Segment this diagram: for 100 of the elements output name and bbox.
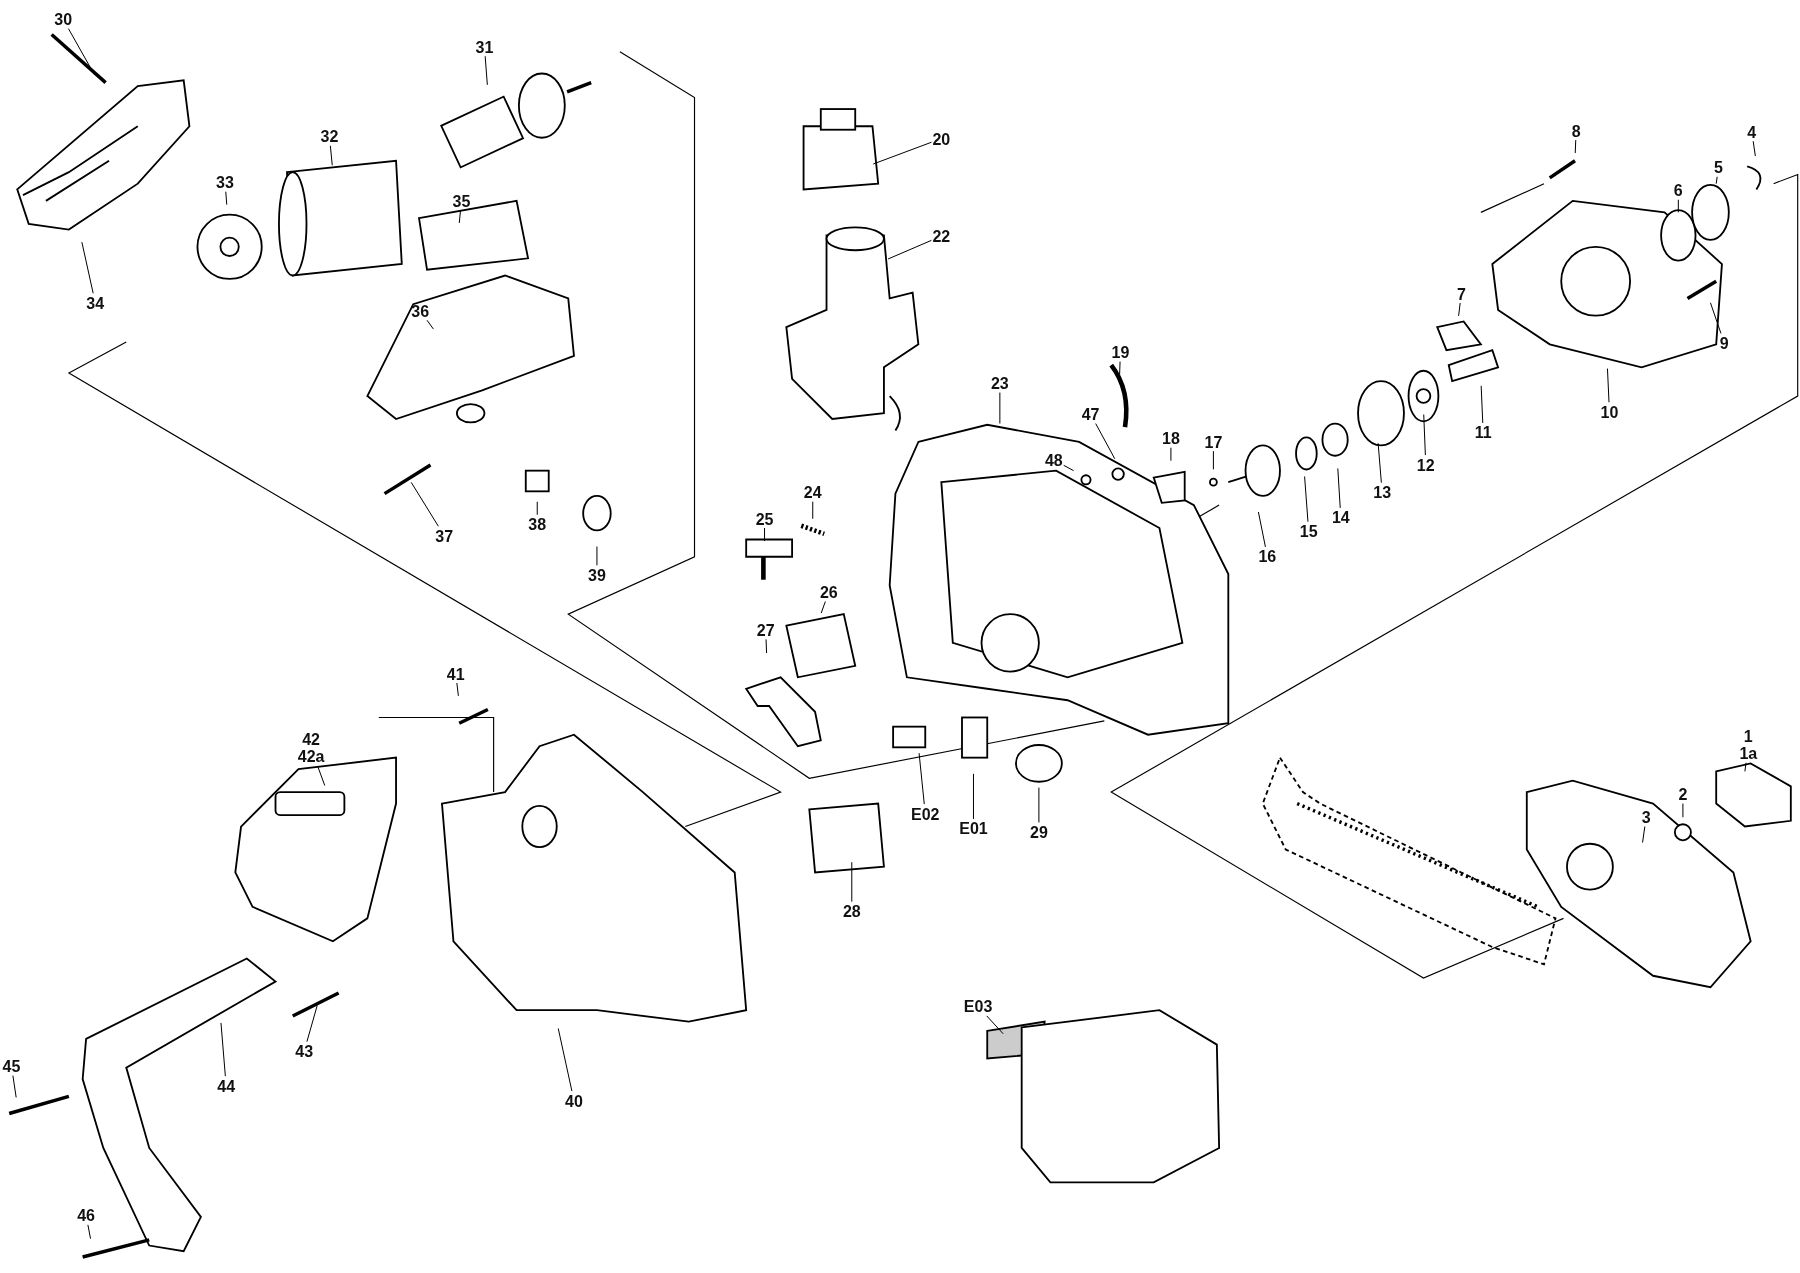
callout-number: 31 bbox=[475, 38, 494, 56]
leader-line bbox=[1642, 826, 1646, 844]
callout-number: 23 bbox=[990, 374, 1009, 392]
callout-number: 39 bbox=[588, 566, 606, 584]
leader-line bbox=[306, 1004, 318, 1043]
leader-line bbox=[1574, 139, 1577, 154]
leader-line bbox=[1257, 511, 1266, 548]
callout-number: 18 bbox=[1162, 429, 1180, 447]
callout-number: 44 bbox=[217, 1077, 236, 1095]
leader-line bbox=[1038, 787, 1040, 823]
leader-line bbox=[410, 481, 439, 527]
callout-number: 32 bbox=[320, 127, 339, 145]
leader-line bbox=[225, 191, 228, 206]
leader-line bbox=[1063, 464, 1075, 472]
callout-number: 24 bbox=[803, 483, 822, 501]
callout-number: 41 bbox=[446, 665, 465, 682]
callout-number: 8 bbox=[1571, 122, 1581, 140]
callout-number: 38 bbox=[528, 515, 547, 533]
leader-line bbox=[851, 861, 853, 903]
leader-line bbox=[220, 1022, 226, 1077]
callout-number: E02 bbox=[911, 805, 940, 823]
callout-number: 34 bbox=[86, 294, 105, 312]
leader-line bbox=[1170, 447, 1172, 462]
leader-line bbox=[536, 501, 538, 516]
callout-number: 9 bbox=[1719, 334, 1729, 352]
callout-number: 42a bbox=[297, 748, 325, 766]
callout-number: 14 bbox=[1331, 508, 1350, 526]
callout-number: 42 bbox=[302, 731, 320, 749]
callout-number: 43 bbox=[295, 1042, 314, 1060]
callout-number: 29 bbox=[1030, 823, 1048, 841]
callout-number: 7 bbox=[1456, 285, 1466, 303]
callout-number: 36 bbox=[411, 302, 430, 320]
callout-number: 16 bbox=[1258, 547, 1277, 565]
leader-line bbox=[1480, 385, 1484, 424]
callout-number: 1 bbox=[1743, 727, 1753, 745]
callout-number: 17 bbox=[1204, 433, 1223, 451]
callout-number: 19 bbox=[1111, 343, 1130, 361]
leader-line bbox=[820, 601, 826, 614]
leader-line bbox=[67, 28, 95, 75]
leader-line bbox=[1744, 762, 1747, 772]
callout-number: 6 bbox=[1673, 181, 1683, 199]
callout-number: 28 bbox=[842, 902, 861, 920]
leader-line bbox=[972, 773, 974, 820]
leader-line bbox=[1606, 368, 1610, 403]
leader-line bbox=[426, 319, 434, 330]
callout-number: 46 bbox=[77, 1206, 95, 1224]
leader-line bbox=[1458, 302, 1461, 317]
callout-number: 3 bbox=[1641, 808, 1651, 826]
leader-line bbox=[986, 1015, 1004, 1035]
leader-line bbox=[918, 752, 925, 805]
callout-number: 2 bbox=[1678, 785, 1688, 803]
leader-line bbox=[1337, 467, 1341, 509]
leader-line bbox=[557, 1028, 573, 1092]
leader-line bbox=[1212, 450, 1214, 470]
leader-line bbox=[596, 546, 598, 566]
callout-number: 30 bbox=[54, 10, 72, 28]
leader-line bbox=[484, 55, 488, 86]
leader-line bbox=[317, 765, 326, 786]
leader-line bbox=[1377, 442, 1382, 484]
callout-number: 11 bbox=[1474, 423, 1492, 441]
callout-number: 37 bbox=[435, 527, 454, 545]
callout-number: 48 bbox=[1044, 451, 1063, 469]
callout-number: 45 bbox=[2, 1057, 21, 1075]
leader-line bbox=[764, 527, 766, 542]
leader-line bbox=[1119, 361, 1121, 379]
leader-line bbox=[887, 239, 932, 260]
callout-number: E03 bbox=[963, 997, 993, 1015]
callout-number: 15 bbox=[1299, 522, 1318, 540]
leader-line bbox=[999, 392, 1001, 424]
callout-number: 33 bbox=[216, 173, 234, 191]
leader-line bbox=[1423, 414, 1426, 456]
callout-number: 10 bbox=[1600, 403, 1619, 421]
callout-number: 4 bbox=[1747, 123, 1757, 141]
leader-line bbox=[1095, 423, 1116, 460]
leader-line bbox=[1715, 176, 1718, 185]
leader-line bbox=[1304, 476, 1309, 523]
callout-number: 13 bbox=[1373, 483, 1392, 501]
leader-line bbox=[81, 241, 94, 294]
leader-line bbox=[12, 1075, 17, 1098]
callout-number: 40 bbox=[565, 1092, 583, 1110]
leader-line bbox=[812, 501, 814, 520]
leader-line bbox=[458, 209, 462, 224]
callout-number: 5 bbox=[1714, 158, 1723, 176]
leader-line bbox=[765, 638, 768, 654]
callout-number: 20 bbox=[932, 130, 951, 148]
leader-line bbox=[872, 141, 932, 165]
leader-line bbox=[329, 145, 333, 166]
callout-number: 25 bbox=[755, 510, 774, 528]
leader-line bbox=[87, 1224, 92, 1240]
callout-number: 22 bbox=[932, 227, 951, 245]
callout-number: 1a bbox=[1739, 744, 1758, 762]
callout-number: 26 bbox=[819, 583, 838, 601]
leader-line bbox=[1682, 803, 1684, 818]
callout-number: 12 bbox=[1416, 456, 1435, 474]
leader-line bbox=[1677, 199, 1679, 213]
callout-number: E01 bbox=[959, 820, 988, 837]
leader-line bbox=[1752, 140, 1756, 157]
callout-number: 47 bbox=[1081, 405, 1100, 423]
leader-line bbox=[1709, 302, 1722, 334]
leader-line bbox=[456, 682, 459, 697]
